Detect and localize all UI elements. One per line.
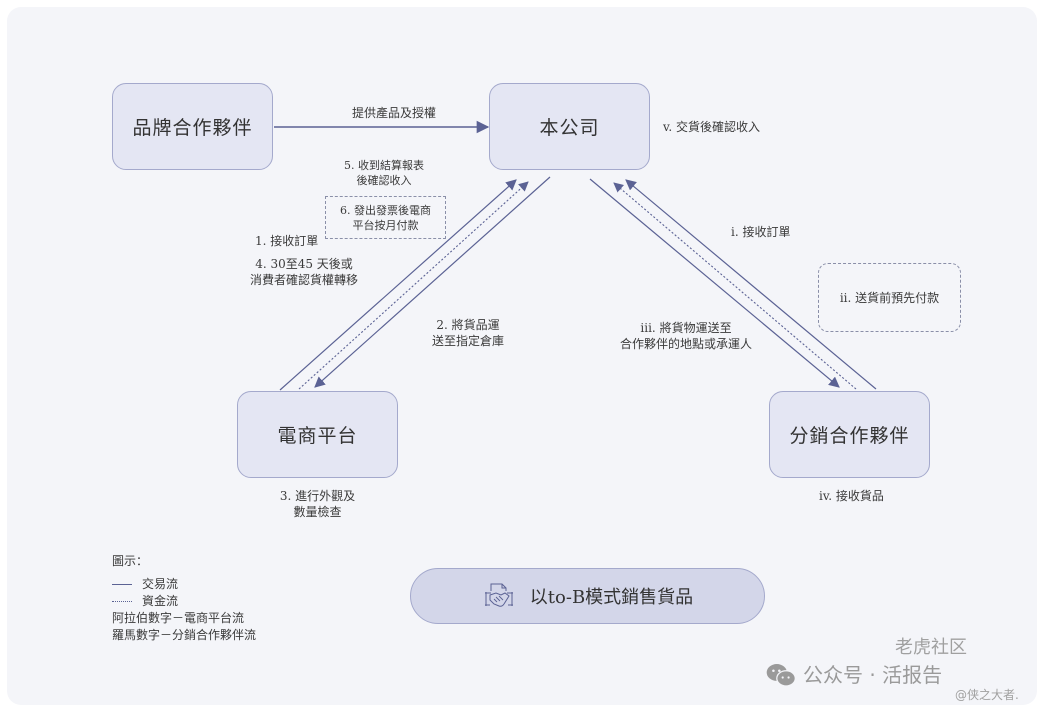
node-brand-partner: 品牌合作夥伴 — [112, 83, 273, 170]
banner-label: 以to-B模式銷售貨品 — [529, 587, 694, 608]
arrow-goods-company-to-ecommerce — [314, 176, 551, 388]
label-brand-to-company: 提供產品及授權 — [352, 106, 437, 120]
handshake-contract-icon — [484, 583, 513, 607]
label-step-2-line1: 2. 將貨品運 — [436, 318, 500, 332]
label-step-5-line1: 5. 收到結算報表 — [344, 159, 424, 172]
label-step-iii-line2: 合作夥伴的地點或承運人 — [619, 337, 752, 351]
label-step-6-line1: 6. 發出發票後電商 — [340, 203, 431, 217]
watermark-user-text: @侠之大者. — [955, 688, 1019, 702]
label-step-2-line2: 送至指定倉庫 — [431, 334, 504, 348]
legend: 圖示： 交易流 資金流 阿拉伯數字－電商平台流 羅馬數字－分銷合作夥伴流 — [112, 553, 256, 644]
watermark-main-text: 公众号 · 活报告 — [803, 663, 943, 687]
label-step-5-line2: 後確認收入 — [356, 174, 412, 187]
label-step-iv: iv. 接收貨品 — [819, 489, 884, 503]
label-step-iii-line1: iii. 將貨物運送至 — [640, 321, 732, 335]
label-step-6: 6. 發出發票後電商 平台按月付款 — [340, 203, 431, 233]
label-step-i: i. 接收訂單 — [731, 225, 791, 239]
legend-solid-row: 交易流 — [112, 576, 256, 593]
label-step-4: 4. 30至45 天後或 消費者確認貨權轉移 — [244, 256, 364, 288]
legend-dotted-label: 資金流 — [142, 594, 179, 608]
label-step-3: 3. 進行外觀及 數量檢查 — [275, 488, 360, 520]
label-step-6-line2: 平台按月付款 — [352, 218, 419, 232]
legend-dotted-row: 資金流 — [112, 593, 256, 610]
label-step-v: v. 交貨後確認收入 — [663, 120, 760, 134]
arrow-payment-ecommerce-to-company — [298, 181, 529, 390]
legend-solid-label: 交易流 — [142, 577, 179, 591]
label-step-4-line2: 消費者確認貨權轉移 — [249, 273, 358, 287]
node-company-label: 本公司 — [539, 117, 600, 139]
to-b-sales-banner: 以to-B模式銷售貨品 — [410, 568, 765, 624]
node-distribution-partner: 分銷合作夥伴 — [769, 391, 930, 478]
node-brand-partner-label: 品牌合作夥伴 — [132, 117, 253, 139]
node-ecommerce-platform: 電商平台 — [237, 391, 398, 478]
label-step-4-line1: 4. 30至45 天後或 — [255, 257, 353, 271]
arrow-order-distributor-to-company — [625, 179, 877, 390]
wechat-icon — [766, 664, 796, 687]
arrow-goods-company-to-distributor — [589, 178, 840, 388]
watermark-main: 公众号 · 活报告 — [765, 662, 942, 688]
label-step-3-line1: 3. 進行外觀及 — [279, 489, 356, 503]
label-step-2: 2. 將貨品運 送至指定倉庫 — [428, 317, 508, 349]
label-step-iii: iii. 將貨物運送至 合作夥伴的地點或承運人 — [613, 320, 759, 352]
legend-solid-line-icon — [112, 584, 132, 585]
watermark-overlay-text: 老虎社区 — [895, 637, 967, 658]
arrow-payment-distributor-to-company — [613, 182, 857, 390]
label-step-5: 5. 收到結算報表 後確認收入 — [338, 158, 430, 188]
legend-title: 圖示： — [112, 554, 149, 568]
arrow-order-ecommerce-to-company — [279, 179, 517, 391]
label-step-ii: ii. 送貨前預先付款 — [839, 290, 940, 305]
node-distributor-label: 分銷合作夥伴 — [789, 425, 910, 447]
label-step-1: 1. 接收訂單 — [255, 234, 319, 248]
node-ecommerce-label: 電商平台 — [277, 425, 358, 447]
dashed-box-step-6: 6. 發出發票後電商 平台按月付款 — [325, 196, 446, 239]
legend-arabic-note: 阿拉伯數字－電商平台流 — [112, 611, 245, 625]
node-company: 本公司 — [489, 83, 650, 170]
legend-dotted-line-icon — [112, 601, 132, 602]
label-step-3-line2: 數量檢查 — [293, 505, 342, 519]
legend-roman-note: 羅馬數字－分銷合作夥伴流 — [112, 628, 257, 642]
dashed-box-step-ii: ii. 送貨前預先付款 — [818, 263, 961, 332]
